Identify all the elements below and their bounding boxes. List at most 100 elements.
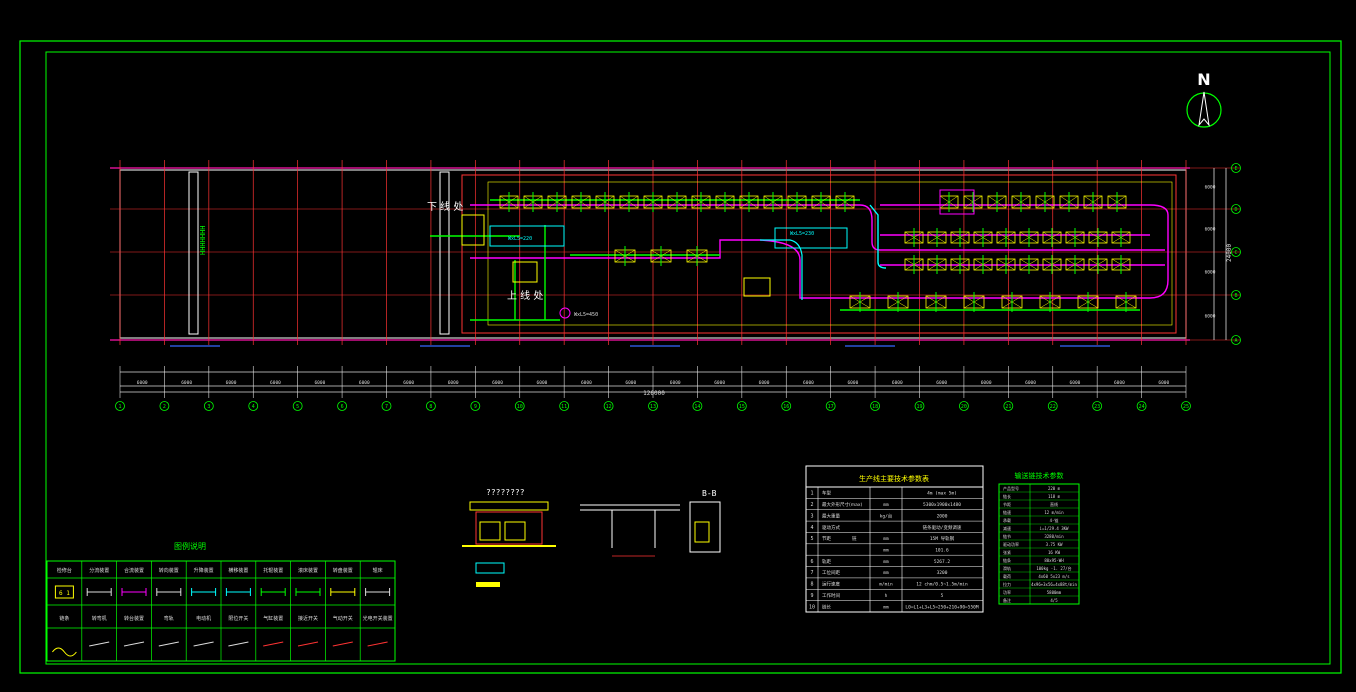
grid-bubble-right [1231,163,1241,173]
table-row-name: 节距 [822,536,831,542]
bay-dimension: 6000 [1158,380,1169,386]
grid-bubble [959,401,969,411]
bay-dimension: 6000 [137,380,148,386]
grid-bubble-label: 2 [163,404,166,410]
side-row-name: 链条 [1003,557,1011,563]
side-row-name: 链速 [1003,509,1011,515]
station-unit [1001,292,1023,312]
magenta-box [939,189,975,215]
side-row-name: 链长 [1003,493,1011,499]
station-unit [1039,292,1061,312]
legend-header-cell: 托辊装置 [263,567,283,574]
legend-bottom-cell: 光电开关装置 [363,615,393,622]
station-unit [835,192,855,212]
station-unit [973,255,993,274]
table-row-name: 轨距 [822,558,831,565]
legend-box-icon [54,585,74,599]
station-unit [523,192,543,212]
legend-header-cell: 转盘装置 [333,567,353,574]
side-row-value: 直线 [1050,501,1058,507]
station-unit [1115,292,1137,312]
table-row-value: 链条驱动/变频调速 [923,524,962,531]
legend-symbol-icon [123,641,145,647]
bay-dimension: 6000 [1025,380,1036,386]
grid-bubble-label: 22 [1050,404,1056,410]
right-dimension: 6000 [1205,314,1216,320]
side-table-title: 输送链技术参数 [1015,471,1064,480]
table-row-name: 驱动方式 [822,524,840,531]
inner-frame [45,51,1331,665]
station-unit [987,192,1007,212]
grid-bubble-right [1231,204,1241,214]
table-row-value: 5267.2 [934,559,951,565]
grid-bubble [426,401,436,411]
table-row-value: 4m (max 5m) [927,491,957,497]
table-row-value: 3200 [937,570,948,576]
station-unit [1077,292,1099,312]
station-unit [499,192,519,212]
station-unit [1107,192,1127,212]
station-unit [1042,255,1062,274]
station-unit [691,192,711,212]
side-row-value: 3.75 KW [1046,542,1063,547]
legend-header-cell: 合流装置 [124,567,144,574]
production-area-inner [487,181,1173,326]
station-unit [950,255,970,274]
grid-bubble [292,401,303,411]
section-b-title: B-B [702,489,717,498]
grid-bubble-label: 24 [1139,404,1145,410]
grid-bubble-label: 14 [694,404,700,410]
table-row-value: 12 chm/0.5~1.5m/min [916,582,968,588]
station-unit [927,255,947,274]
section-a-title: ???????? [486,488,525,497]
side-row-name: 驱动功率 [1003,541,1019,547]
table-row-unit: mm [883,549,889,554]
control-box-1 [489,225,565,247]
bay-dimension: 6000 [625,380,636,386]
grid-lines-vertical [119,160,1187,398]
table-row-value: 5 [941,593,944,599]
column-left [188,171,199,335]
grid-bubble-label: 6 [341,404,344,410]
grid-bubble-label: 1 [118,404,121,410]
north-arrow-icon: N [1186,70,1222,128]
control-box-2-label: WxL5=230 [790,231,814,237]
station-unit [927,228,947,247]
table-row-name: 链长 [822,603,831,610]
side-row-value: i=1/29.4 3KW [1040,526,1069,531]
station-unit [1035,192,1055,212]
station-unit [1019,228,1039,247]
bay-dimension: 6000 [759,380,770,386]
overall-width: 24000 [1226,244,1233,262]
grid-bubble-right [1231,290,1241,300]
grid-bubble-label: 15 [739,404,745,410]
grid-bubble-label: 20 [961,404,967,410]
table-row-number: 2 [810,502,813,508]
legend-header-cell: 横移装置 [228,567,248,574]
column-mid [439,171,450,335]
station-unit [1065,228,1085,247]
legend-symbol-icon [193,641,214,647]
bay-dimension: 6000 [981,380,992,386]
legend-symbol-icon [332,641,353,647]
legend-bottom-cell: 电动机 [196,615,211,622]
bay-dimension: 6000 [181,380,192,386]
grid-bubble-label: 16 [783,404,789,410]
side-row-value: 16 KW [1048,550,1061,555]
legend-bottom-cell: 转弯机 [92,615,107,622]
motor-icon [559,307,571,319]
grid-bubble [203,401,214,411]
bay-dimension: 6000 [581,380,592,386]
grid-bubble-right-label: E [1234,166,1237,172]
grid-bubble-label: 21 [1005,404,1011,410]
production-area [461,174,1177,334]
table-row-name: 工作时间 [822,592,840,599]
grid-bubble-right-label: B [1234,293,1237,299]
turntable-unit [461,214,485,246]
bay-dimension: 6000 [1114,380,1125,386]
station-unit [1111,255,1131,274]
